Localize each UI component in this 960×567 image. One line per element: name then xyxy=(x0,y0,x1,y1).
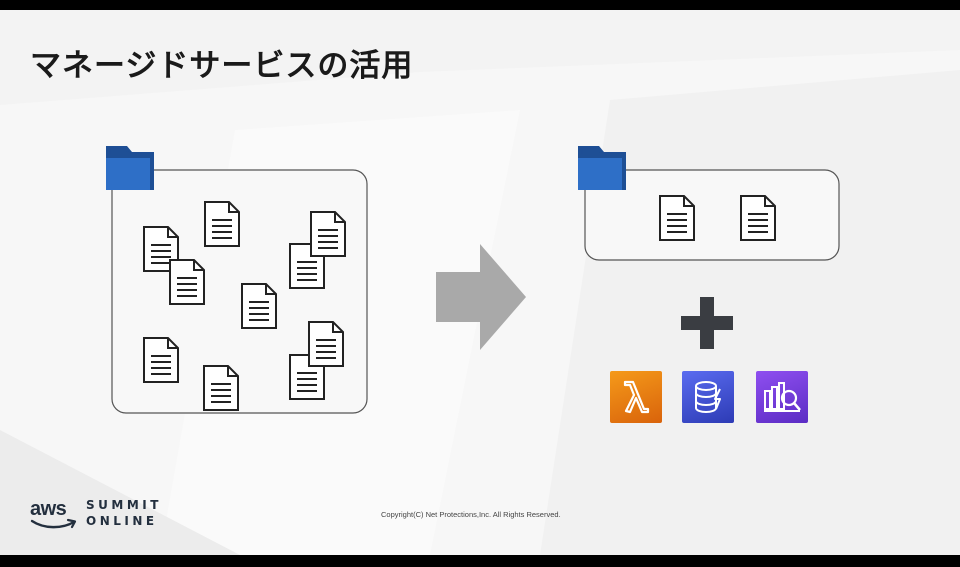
aws-logo: aws xyxy=(30,498,80,532)
aws-smile-icon xyxy=(30,518,77,529)
document-icon xyxy=(659,195,695,241)
arrow-right-icon xyxy=(436,244,526,350)
document-icon xyxy=(204,201,240,247)
copyright-notice: Copyright(C) Net Protections,Inc. All Ri… xyxy=(381,510,561,519)
document-icon xyxy=(203,365,239,411)
document-icon xyxy=(308,321,344,367)
event-name-line2: ONLINE xyxy=(86,514,158,528)
aws-logo-word: aws xyxy=(30,498,67,520)
slide-title: マネージドサービスの活用 xyxy=(30,48,414,84)
document-icon xyxy=(740,195,776,241)
event-name: SUMMIT ONLINE xyxy=(86,497,162,529)
folder-icon xyxy=(106,146,154,190)
folder-icon xyxy=(578,146,626,190)
amazon-dynamodb-icon xyxy=(682,371,734,423)
event-name-line1: SUMMIT xyxy=(86,498,162,512)
aws-lambda-icon xyxy=(610,371,662,423)
document-icon xyxy=(169,259,205,305)
document-icon xyxy=(241,283,277,329)
plus-icon xyxy=(681,297,733,349)
document-icon xyxy=(143,337,179,383)
document-icon xyxy=(310,211,346,257)
slide: マネージドサービスの活用 xyxy=(0,10,960,555)
amazon-athena-icon xyxy=(756,371,808,423)
